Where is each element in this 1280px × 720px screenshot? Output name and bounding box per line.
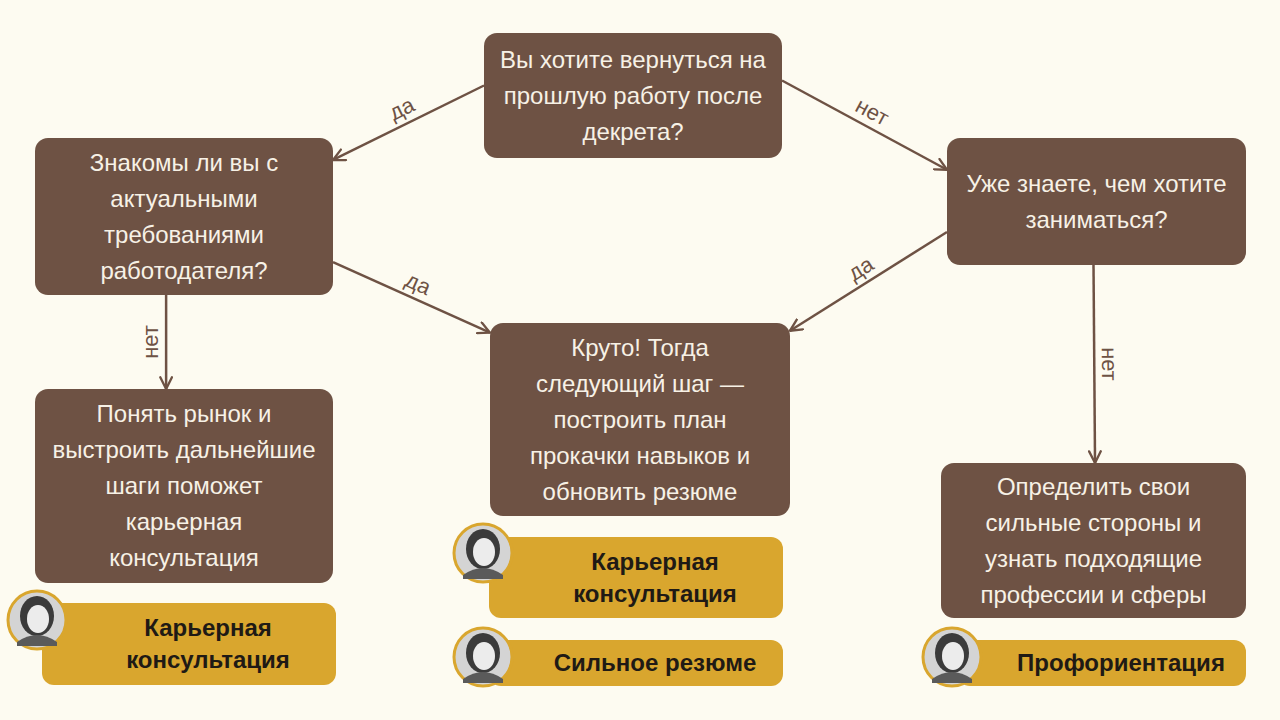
service-button: Карьерная консультация [42,603,336,685]
node-text: Уже знаете, чем хотите заниматься? [961,166,1232,238]
arrow-connector [333,262,490,333]
avatar-photo [454,524,512,582]
node-text: Профориентация [1017,647,1225,679]
avatar-photo [8,591,66,649]
service-button: Профориентация [958,640,1246,686]
arrow-connector [165,295,168,389]
arrow-connector [790,232,947,331]
node-text: Определить свои сильные стороны и узнать… [955,469,1232,613]
service-button: Сильное резюме [489,640,783,686]
edge-label: да [843,251,878,286]
result-box: Определить свои сильные стороны и узнать… [941,463,1246,618]
edge-label: нет [1096,347,1122,381]
avatar-photo [454,628,512,686]
edge-label: нет [138,325,164,359]
node-text: Сильное резюме [554,647,756,679]
node-text: Знакомы ли вы с актуальными требованиями… [49,145,319,289]
avatar-photo [923,628,981,686]
node-text: Круто! Тогда следующий шаг — построить п… [504,330,776,510]
node-text: Понять рынок и выстроить дальнейшие шаги… [49,396,319,576]
arrow-connector [1094,265,1096,463]
arrow-connector [333,86,484,160]
edge-label: нет [851,92,893,131]
node-text: Карьерная консультация [88,612,328,676]
service-button: Карьерная консультация [489,537,783,618]
result-box: Понять рынок и выстроить дальнейшие шаги… [35,389,333,583]
question-box: Уже знаете, чем хотите заниматься? [947,138,1246,265]
result-box: Круто! Тогда следующий шаг — построить п… [490,323,790,516]
node-text: Карьерная консультация [535,546,775,610]
question-box: Знакомы ли вы с актуальными требованиями… [35,138,333,295]
arrow-connector [782,81,947,170]
question-box: Вы хотите вернуться на прошлую работу по… [484,33,782,158]
node-text: Вы хотите вернуться на прошлую работу по… [498,42,768,150]
